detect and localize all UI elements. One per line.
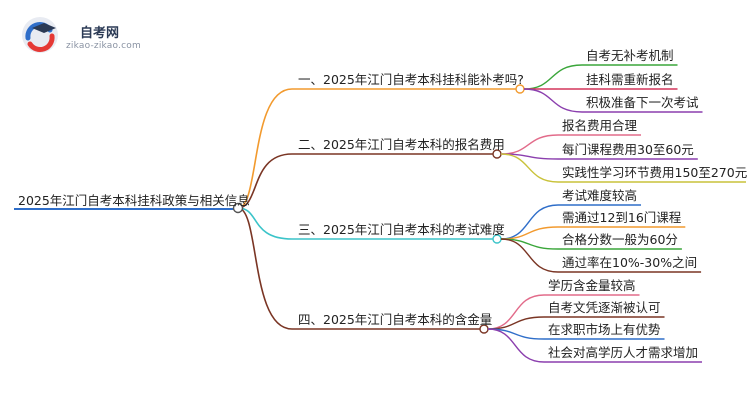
leaf-connector: [500, 153, 559, 183]
leaf-label[interactable]: 实践性学习环节费用150至270元: [562, 165, 748, 180]
branch-label[interactable]: 一、2025年江门自考本科挂科能补考吗?: [298, 72, 524, 87]
logo-domain: zikao-zikao.com: [66, 41, 141, 51]
leaf-connector: [500, 204, 559, 240]
leaf-label[interactable]: 每门课程费用30至60元: [562, 142, 694, 157]
leaf-label[interactable]: 合格分数一般为60分: [562, 232, 678, 247]
leaf-connector: [523, 88, 583, 113]
leaf-label[interactable]: 社会对高学历人才需求增加: [548, 345, 699, 360]
branch-connector: [237, 207, 293, 240]
branch-connector: [237, 207, 293, 330]
logo-brand: 自考网: [80, 26, 120, 41]
branch-label[interactable]: 二、2025年江门自考本科的报名费用: [298, 137, 505, 152]
leaf-label[interactable]: 通过率在10%-30%之间: [562, 255, 698, 270]
branch-connector: [237, 88, 293, 209]
leaf-connector: [500, 134, 559, 155]
leaf-label[interactable]: 自考无补考机制: [586, 48, 674, 63]
root-node-circle[interactable]: [232, 202, 244, 214]
leaf-label[interactable]: 学历含金量较高: [548, 278, 636, 293]
leaf-label[interactable]: 自考文凭逐渐被认可: [548, 300, 661, 315]
leaf-connector: [500, 238, 559, 273]
site-logo[interactable]: 自考网 zikao-zikao.com: [18, 14, 158, 58]
leaf-connector: [487, 294, 545, 330]
leaf-label[interactable]: 在求职市场上有优势: [548, 322, 661, 337]
leaf-label[interactable]: 积极准备下一次考试: [586, 95, 699, 110]
leaf-label[interactable]: 挂科需重新报名: [586, 72, 674, 87]
leaf-connector: [487, 328, 545, 363]
graduation-cap-logo-icon: [22, 17, 58, 53]
root-topic[interactable]: 2025年江门自考本科挂科政策与相关信息: [18, 193, 250, 208]
leaf-label[interactable]: 报名费用合理: [562, 118, 638, 133]
leaf-label[interactable]: 考试难度较高: [562, 188, 638, 203]
branch-label[interactable]: 四、2025年江门自考本科的含金量: [298, 312, 493, 327]
leaf-connector: [523, 64, 583, 90]
leaf-label[interactable]: 需通过12到16门课程: [562, 210, 682, 225]
branch-connector: [237, 153, 293, 209]
branch-label[interactable]: 三、2025年江门自考本科的考试难度: [298, 222, 505, 237]
